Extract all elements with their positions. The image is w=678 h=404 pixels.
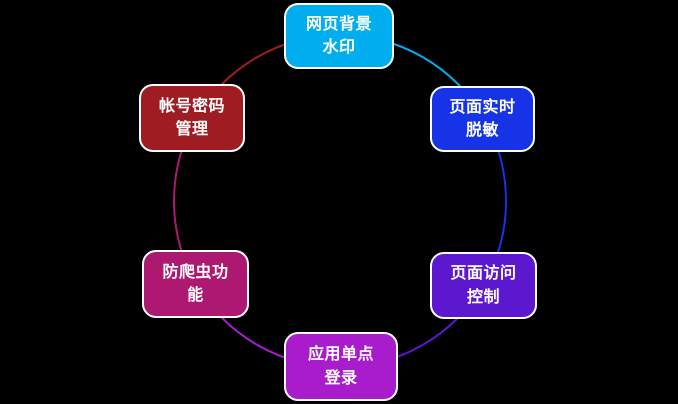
node-anti-crawler-function: 防爬虫功 能 xyxy=(142,250,249,318)
node-label: 网页背景 水印 xyxy=(305,15,372,56)
node-label: 页面实时 脱敏 xyxy=(449,98,516,139)
node-realtime-page-masking: 页面实时 脱敏 xyxy=(430,86,535,152)
node-label: 帐号密码 管理 xyxy=(158,97,225,138)
node-app-single-sign-on: 应用单点 登录 xyxy=(284,332,398,401)
node-web-background-watermark: 网页背景 水印 xyxy=(284,3,394,69)
node-label: 应用单点 登录 xyxy=(307,346,374,387)
node-page-access-control: 页面访问 控制 xyxy=(430,252,537,319)
node-account-password-mgmt: 帐号密码 管理 xyxy=(139,84,245,152)
node-label: 页面访问 控制 xyxy=(450,265,517,306)
node-label: 防爬虫功 能 xyxy=(162,263,229,304)
